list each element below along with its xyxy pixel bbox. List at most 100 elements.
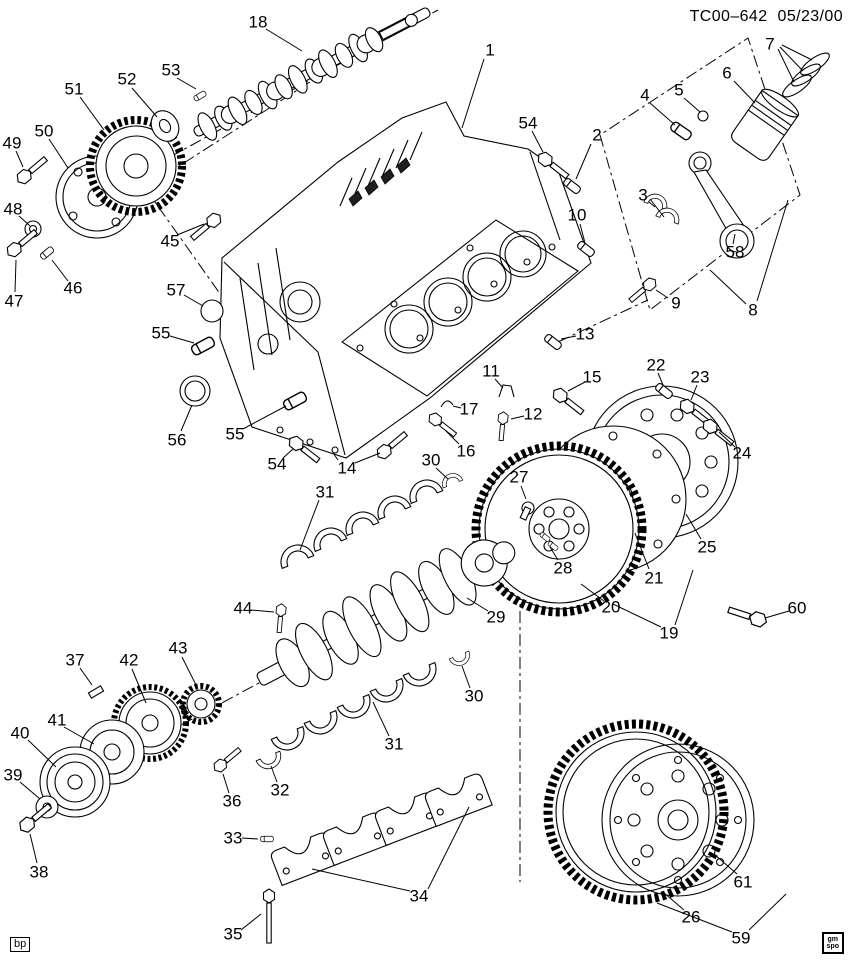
thrust-washer: [438, 469, 464, 489]
leader-line-34: [311, 868, 411, 892]
leader-line-54: [282, 448, 294, 459]
leader-line-59: [656, 902, 733, 933]
oil-deflector-bracket: [498, 384, 515, 398]
leader-line-43: [181, 656, 198, 688]
leader-line-50: [48, 138, 69, 169]
leader-line-30: [435, 467, 449, 480]
gasket-holes: [356, 243, 556, 352]
leader-line-3: [648, 201, 656, 208]
ring-gear: [471, 441, 647, 617]
leader-line-15: [567, 381, 586, 392]
piston-group-boundary: [599, 37, 801, 311]
main-bearing-shell: [303, 710, 343, 740]
piston: [731, 88, 800, 161]
leader-line-53: [176, 77, 197, 90]
camshaft-drive-cluster: [3, 90, 225, 261]
front-face-detail: [223, 151, 561, 456]
leader-line-29: [466, 597, 489, 612]
leader-line-31: [372, 701, 390, 737]
bracket-bolt: [495, 410, 509, 442]
crankshaft: [256, 539, 516, 688]
doc-code: TC00–642: [689, 8, 768, 25]
leader-line-14: [354, 452, 381, 464]
gm-logo-line2: spo: [826, 943, 839, 950]
leader-line-56: [180, 404, 193, 432]
connecting-rod: [688, 151, 755, 259]
leader-line-57: [183, 294, 204, 307]
leader-line-22: [657, 372, 664, 386]
gear-bolt: [210, 744, 244, 775]
bearing-cap: [423, 771, 493, 827]
flywheel-bolt: [726, 602, 770, 629]
rod-bolt: [626, 275, 660, 306]
stud: [425, 410, 459, 440]
dowel-pin: [38, 245, 56, 261]
gear-attaching-bolt: [187, 210, 225, 244]
leader-line-8: [709, 269, 747, 305]
leader-line-60: [764, 610, 790, 619]
crank-key: [87, 685, 105, 699]
drawing-number: TC00–642 05/23/00: [690, 8, 843, 26]
main-bearing-shell: [275, 539, 315, 569]
leader-line-58: [732, 233, 736, 245]
pin-retainer-clip: [697, 110, 709, 122]
leader-line-55: [242, 405, 287, 430]
pan-rail-holes: [276, 426, 339, 454]
main-bearing-shell: [340, 506, 380, 536]
leader-line-2: [575, 143, 592, 180]
flexplate-assembly: [471, 381, 739, 617]
main-bearing-shell: [372, 490, 412, 520]
leader-line-20: [580, 583, 605, 602]
leader-line-7: [779, 46, 804, 72]
leader-line-9: [655, 289, 669, 299]
main-bearing-caps: [260, 771, 493, 944]
leader-line-17: [452, 405, 462, 409]
cup-plug: [200, 299, 224, 323]
cylinder-bores: [384, 230, 547, 354]
leader-line-42: [131, 668, 147, 704]
leader-line-51: [79, 96, 105, 131]
leader-line-3: [649, 198, 665, 218]
gm-spo-logo: gm spo: [821, 932, 844, 954]
main-bearing-shell: [404, 474, 444, 504]
cap-dowel: [260, 835, 274, 843]
oil-pump-drive-gear: [180, 683, 222, 725]
leader-line-25: [685, 513, 702, 540]
balancer-assembly: [16, 683, 244, 836]
block-fins: [339, 131, 423, 207]
leader-line-59: [748, 893, 787, 931]
water-jacket-slots: [348, 157, 411, 207]
leader-line-32: [270, 765, 278, 783]
deck-face: [341, 219, 579, 397]
main-cap-bolt: [262, 888, 276, 944]
rod-bearing-shell: [655, 204, 683, 225]
piston-pin: [668, 120, 694, 142]
leader-line-5: [683, 97, 701, 113]
leader-line-47: [14, 259, 17, 293]
doc-date: 05/23/00: [777, 8, 843, 25]
main-bearing-shell: [270, 726, 310, 756]
leader-line-10: [579, 223, 586, 244]
leader-line-28: [549, 546, 559, 561]
camshaft: [193, 7, 431, 141]
leader-line-8: [756, 199, 789, 302]
leader-line-7: [777, 48, 795, 83]
leader-line-46: [51, 259, 69, 282]
main-bearing-shell: [402, 662, 442, 692]
leader-line-45: [176, 223, 205, 236]
leader-line-19: [612, 603, 662, 628]
leader-line-1: [461, 58, 485, 129]
leader-line-16: [444, 429, 460, 445]
block-small-parts: [179, 149, 597, 634]
main-bearing-shell: [308, 522, 348, 552]
leader-line-34: [427, 806, 470, 890]
cylinder-block: [219, 101, 592, 459]
leader-line-26: [662, 891, 685, 911]
main-bearing-shell: [336, 694, 376, 724]
pilot-bolt: [519, 501, 535, 521]
leader-line-12: [510, 415, 525, 420]
leader-line-13: [560, 335, 577, 340]
crank-pulley: [39, 746, 111, 818]
